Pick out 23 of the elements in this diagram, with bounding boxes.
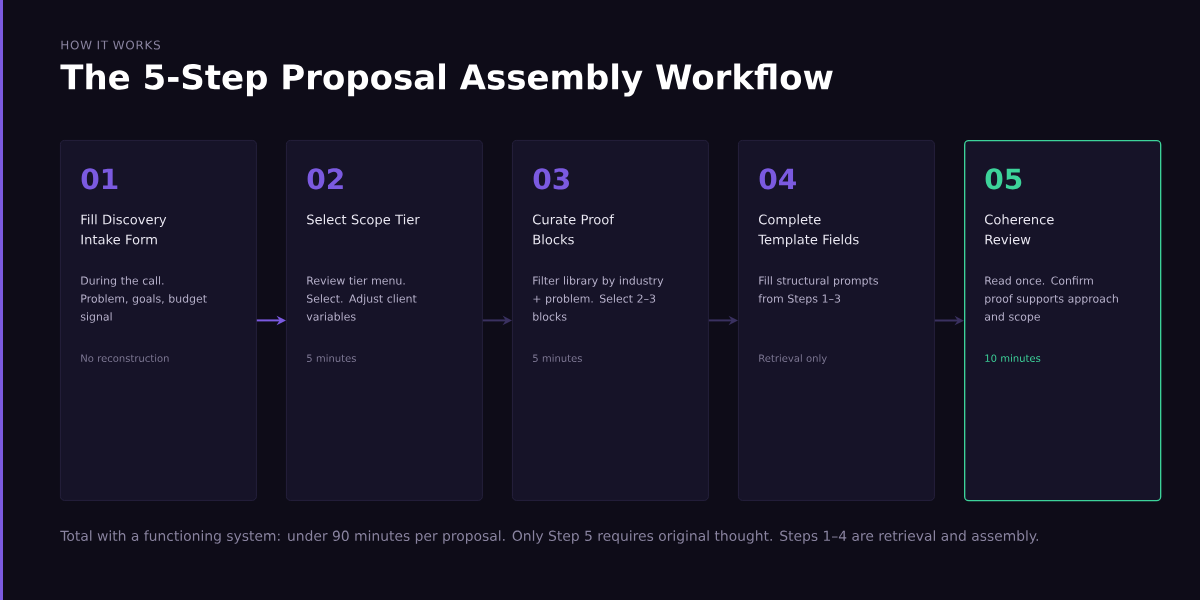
step-title: Select Scope Tier <box>307 214 420 227</box>
title: The 5-Step Proposal Assembly Workflow <box>60 63 833 97</box>
step-title: Complete Template Fields <box>758 214 859 247</box>
step-number: 05 <box>985 168 1022 190</box>
step-description: Filter library by industry + problem. Select 2–3 blocks <box>533 276 664 321</box>
step-duration: 5 minutes <box>533 354 582 362</box>
caption: Total with a functioning system: under 90 minutes per proposal. Only Step 5 requires original thought. Steps 1–4 are retrieval and assembly. <box>60 530 1038 544</box>
step-duration: No reconstruction <box>81 354 169 362</box>
eyebrow-label: HOW IT WORKS <box>61 40 161 50</box>
step-number: 01 <box>81 168 118 190</box>
step-number: 02 <box>307 168 343 190</box>
step-number: 04 <box>759 168 796 190</box>
step-duration: Retrieval only <box>759 354 827 364</box>
step-title: Coherence Review <box>985 214 1054 245</box>
step-description: Review tier menu. Select. Adjust client variables <box>306 276 417 321</box>
step-duration: 5 minutes <box>307 354 356 362</box>
step-duration: 10 minutes <box>985 354 1041 362</box>
step-description: During the call. Problem, goals, budget signal <box>80 276 207 323</box>
step-title: Fill Discovery Intake Form <box>81 214 167 245</box>
step-description: Read once. Confirm proof supports approach and scope <box>984 276 1118 323</box>
step-description: Fill structural prompts from Steps 1–3 <box>758 276 878 305</box>
step-title: Curate Proof Blocks <box>533 214 615 245</box>
step-number: 03 <box>533 168 569 190</box>
